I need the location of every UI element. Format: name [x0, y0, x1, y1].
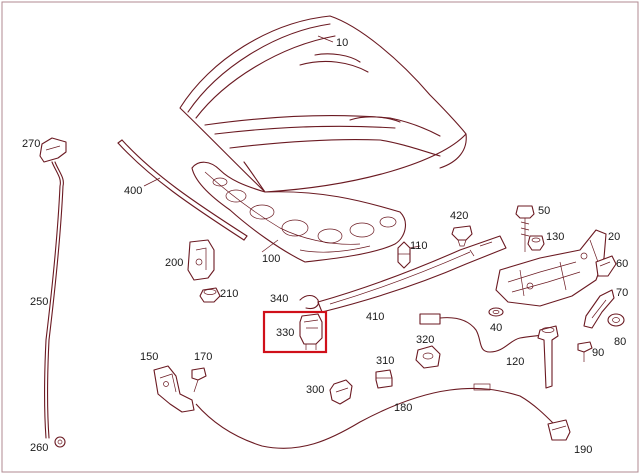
callout-90: 90: [592, 347, 604, 359]
callout-130: 130: [546, 231, 564, 243]
screw-170-part[interactable]: [191, 367, 207, 393]
clip-210-part[interactable]: [199, 287, 221, 303]
callout-420: 420: [450, 210, 468, 222]
callout-80: 80: [614, 336, 626, 348]
leader-10: [317, 35, 334, 43]
callout-10: 10: [336, 37, 348, 49]
callout-320: 320: [416, 334, 434, 346]
leader-110: [409, 245, 421, 249]
callout-20: 20: [608, 231, 620, 243]
release-handle-150-part[interactable]: [153, 365, 195, 413]
hood-inner-panel-part[interactable]: [191, 161, 406, 263]
washer-40-part[interactable]: [488, 307, 504, 317]
clip-310-part[interactable]: [375, 369, 393, 389]
callout-270: 270: [22, 138, 40, 150]
callout-330: 330: [276, 327, 294, 339]
callout-60: 60: [616, 258, 628, 270]
callout-210: 210: [220, 288, 238, 300]
callout-110: 110: [410, 240, 428, 252]
end-fitting-190-part[interactable]: [547, 419, 571, 441]
screw-90-part[interactable]: [577, 341, 593, 362]
callout-250: 250: [30, 296, 48, 308]
callout-40: 40: [490, 322, 502, 334]
spring-clip-340-part[interactable]: [299, 294, 319, 310]
callout-410: 410: [366, 311, 384, 323]
callout-180: 180: [394, 402, 412, 414]
leader-100: [261, 239, 279, 253]
holder-300-part[interactable]: [329, 379, 353, 405]
callout-400: 400: [124, 185, 142, 197]
callout-200: 200: [165, 257, 183, 269]
bowden-cable-180-part[interactable]: [195, 383, 555, 449]
clip-260-part[interactable]: [54, 436, 66, 448]
callout-120: 120: [506, 356, 524, 368]
hinge-bracket-part[interactable]: [187, 239, 215, 281]
clip-420-part[interactable]: [451, 225, 473, 247]
nut-130-part[interactable]: [527, 235, 545, 251]
leader-400: [143, 177, 161, 187]
catch-hook-60-part[interactable]: [595, 255, 617, 277]
grommet-80-part[interactable]: [607, 313, 625, 327]
safety-lever-70-part[interactable]: [583, 289, 615, 329]
callout-100: 100: [262, 253, 280, 265]
seal-strip-part[interactable]: [117, 139, 248, 241]
wiring-harness-120-part[interactable]: [419, 313, 559, 389]
callout-300: 300: [306, 384, 324, 396]
sensor-320-part[interactable]: [415, 345, 441, 369]
bumper-110-part[interactable]: [397, 241, 411, 269]
callout-150: 150: [140, 351, 158, 363]
callout-310: 310: [376, 355, 394, 367]
switch-330-part[interactable]: [299, 313, 323, 350]
highlight-box-330: [262, 310, 328, 354]
callout-70: 70: [616, 287, 628, 299]
hood-part[interactable]: [179, 15, 467, 193]
callout-170: 170: [194, 351, 212, 363]
release-lever-bracket-part[interactable]: [39, 137, 67, 163]
callout-190: 190: [574, 444, 592, 456]
bolt-50-part[interactable]: [515, 205, 535, 252]
callout-50: 50: [538, 205, 550, 217]
release-rod-part[interactable]: [43, 161, 64, 439]
callout-260: 260: [30, 442, 48, 454]
latch-carrier-strip-part[interactable]: [317, 235, 507, 313]
callout-340: 340: [270, 293, 288, 305]
